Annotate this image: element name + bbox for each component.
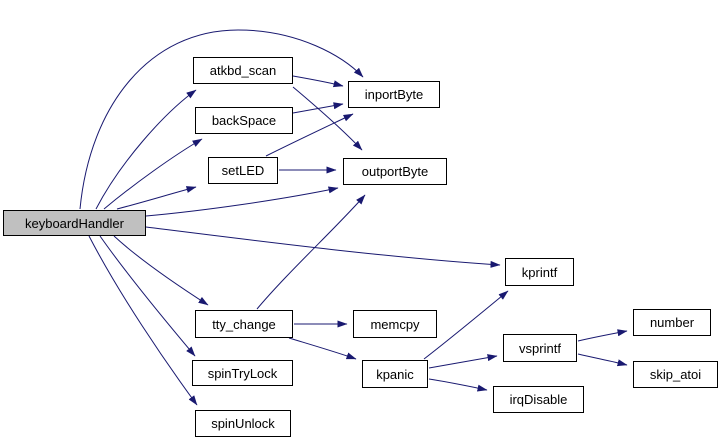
node-keyboardHandler[interactable]: keyboardHandler (3, 210, 146, 236)
edge-keyboardHandler-tty_change (113, 235, 209, 306)
node-atkbd_scan[interactable]: atkbd_scan (193, 57, 293, 84)
node-kpanic[interactable]: kpanic (362, 360, 428, 388)
node-setLED[interactable]: setLED (208, 157, 278, 184)
edge-keyboardHandler-backSpace (103, 138, 203, 210)
edge-kpanic-vsprintf (428, 354, 498, 369)
node-irqDisable[interactable]: irqDisable (493, 386, 584, 413)
node-outportByte[interactable]: outportByte (343, 158, 447, 185)
edge-keyboardHandler-atkbd_scan (95, 89, 197, 210)
edge-tty_change-outportByte (256, 194, 366, 310)
node-skip_atoi[interactable]: skip_atoi (633, 361, 718, 388)
node-vsprintf[interactable]: vsprintf (503, 334, 577, 362)
edge-keyboardHandler-inportByte (79, 29, 364, 210)
edge-kpanic-kprintf (423, 290, 509, 360)
edge-keyboardHandler-outportByte (145, 186, 339, 217)
edge-kpanic-irqDisable (428, 378, 488, 392)
edge-tty_change-kpanic (288, 337, 357, 360)
node-number[interactable]: number (633, 309, 711, 336)
edge-atkbd_scan-inportByte (292, 75, 344, 88)
node-kprintf[interactable]: kprintf (505, 258, 574, 286)
edge-setLED-inportByte (265, 113, 354, 157)
node-memcpy[interactable]: memcpy (353, 310, 437, 338)
edge-backSpace-inportByte (292, 102, 344, 114)
edge-keyboardHandler-spinTryLock (99, 235, 196, 357)
edge-keyboardHandler-setLED (116, 186, 197, 210)
node-tty_change[interactable]: tty_change (195, 310, 293, 338)
node-spinUnlock[interactable]: spinUnlock (195, 410, 291, 437)
edge-vsprintf-skip_atoi (577, 353, 628, 367)
node-backSpace[interactable]: backSpace (195, 107, 293, 134)
edge-atkbd_scan-outportByte (292, 86, 363, 151)
edge-vsprintf-number (577, 329, 628, 342)
edge-keyboardHandler-kprintf (145, 226, 501, 268)
edge-keyboardHandler-spinUnlock (88, 235, 198, 406)
node-inportByte[interactable]: inportByte (348, 81, 440, 108)
node-spinTryLock[interactable]: spinTryLock (192, 360, 293, 386)
